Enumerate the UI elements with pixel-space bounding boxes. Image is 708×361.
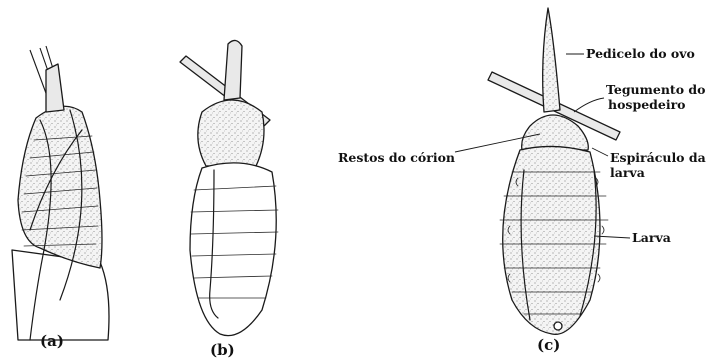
callout-tegumento-line2: hospedeiro <box>608 97 686 112</box>
panel-label-b: (b) <box>210 341 235 359</box>
callout-pedicelo-do-ovo: Pedicelo do ovo <box>586 46 695 61</box>
panel-label-a: (a) <box>40 332 64 350</box>
callout-espiraculo-line1: Espiráculo da <box>610 150 706 165</box>
panel-a-drawing <box>12 46 109 340</box>
leader-espiraculo <box>592 148 608 156</box>
panel-b-drawing <box>180 40 278 335</box>
leader-tegumento <box>574 98 604 112</box>
panel-label-c: (c) <box>537 336 560 354</box>
callout-tegumento-line1: Tegumento do <box>606 82 705 97</box>
callout-restos-do-corion: Restos do córion <box>338 150 455 165</box>
callout-larva: Larva <box>632 230 671 245</box>
callout-espiraculo-line2: larva <box>610 165 645 180</box>
